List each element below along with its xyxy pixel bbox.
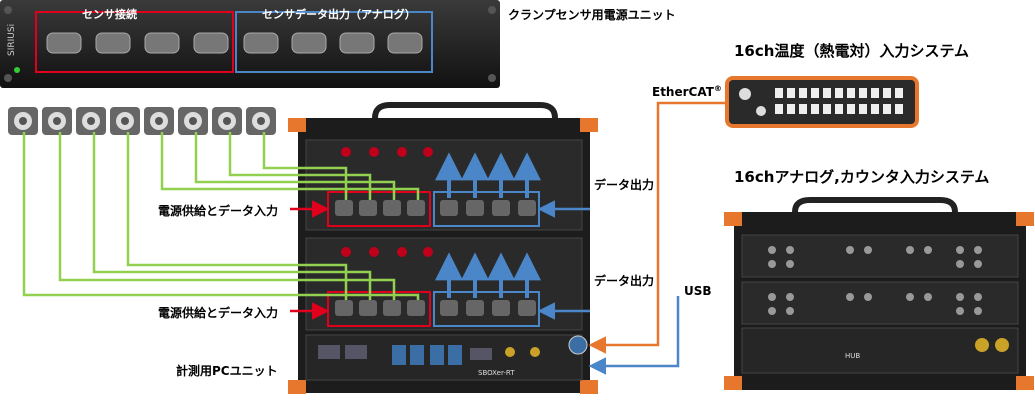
- sirius-brand-text: SIRIUSi: [7, 24, 17, 56]
- sensor-connect-label: センサ接続: [82, 8, 137, 21]
- clamp-unit-label: クランプセンサ用電源ユニット: [508, 8, 676, 22]
- ethercat-label: EtherCAT®: [652, 84, 722, 99]
- clamp-sensor: [178, 107, 208, 135]
- clamp-sensor: [144, 107, 174, 135]
- clamp-sensors: [8, 107, 276, 135]
- clamp-sensor: [8, 107, 38, 135]
- clamp-sensor: [212, 107, 242, 135]
- data-output-label-2: データ出力: [594, 274, 655, 288]
- ethercat-text: EtherCAT: [652, 85, 714, 99]
- power-data-label-1: 電源供給とデータ入力: [158, 204, 279, 218]
- ethercat-line: [588, 101, 725, 354]
- clamp-sensor: [246, 107, 276, 135]
- power-data-label-2: 電源供給とデータ入力: [158, 306, 279, 320]
- sbox-text: SBOXer-RT: [478, 369, 515, 377]
- measurement-rack: SBOXer-RT: [288, 102, 598, 394]
- thermo-module: [725, 76, 919, 128]
- clamp-sensor: [42, 107, 72, 135]
- sensor-connectors: [46, 32, 423, 54]
- thermo-system-title: 16ch温度（熱電対）入力システム: [734, 42, 969, 60]
- pc-unit-label: 計測用PCユニット: [176, 364, 278, 378]
- sensor-connect-frame: [35, 11, 234, 73]
- green-wires: [22, 132, 420, 300]
- sensor-output-label: センサデータ出力（アナログ）: [262, 8, 416, 21]
- clamp-sensor: [110, 107, 140, 135]
- analog-system: HUB: [724, 197, 1034, 390]
- usb-label: USB: [684, 284, 712, 298]
- ethercat-registered-mark: ®: [713, 84, 722, 93]
- clamp-power-unit: SIRIUSi: [0, 0, 500, 88]
- hub-text: HUB: [845, 352, 860, 360]
- sensor-output-frame: [235, 11, 433, 73]
- analog-system-title: 16chアナログ,カウンタ入力システム: [734, 168, 990, 186]
- clamp-sensor: [76, 107, 106, 135]
- data-output-label-1: データ出力: [594, 178, 655, 192]
